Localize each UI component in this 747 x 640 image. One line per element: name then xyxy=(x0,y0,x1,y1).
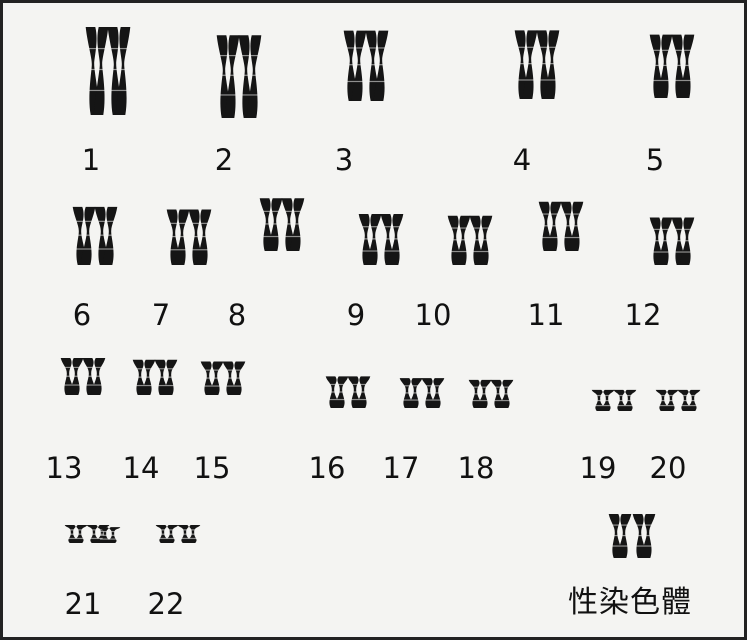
chromosome-8-b xyxy=(282,198,305,251)
chromosome-15-b xyxy=(223,362,246,395)
chromosome-18-a xyxy=(469,380,492,408)
chromosome-7-b xyxy=(189,210,212,265)
chromosome-13-b xyxy=(83,358,106,395)
chromosome-pair-5 xyxy=(650,35,695,98)
chromosome-pair-17 xyxy=(400,378,445,408)
pair-label-5: 5 xyxy=(646,146,664,175)
chromosome-pair-7 xyxy=(167,210,212,265)
chromosome-pair-6 xyxy=(73,207,118,265)
chromosome-pair-16 xyxy=(326,376,371,408)
pair-label-19: 19 xyxy=(580,454,617,483)
chromosome-11-b xyxy=(561,202,584,251)
chromosome-pair-18 xyxy=(469,380,514,408)
chromosome-11-a xyxy=(539,202,562,251)
chromosome-1-a xyxy=(86,27,109,115)
chromosome-pair-1 xyxy=(86,27,131,115)
pair-label-14: 14 xyxy=(123,454,160,483)
chromosome-22-b xyxy=(178,525,201,543)
sex-chromosomes-label: 性染色體 xyxy=(568,588,692,618)
chromosome-13-a xyxy=(61,358,84,395)
pair-label-15: 15 xyxy=(194,454,231,483)
chromosome-5-b xyxy=(672,35,695,98)
chromosome-pair-14 xyxy=(133,360,178,395)
chromosome-pair-19 xyxy=(592,390,637,411)
chromosome-pair-9 xyxy=(359,214,404,265)
chromosome-9-b xyxy=(381,214,404,265)
pair-label-16: 16 xyxy=(309,454,346,483)
chromosome-22-a xyxy=(156,525,179,543)
chromosome-8-a xyxy=(260,198,283,251)
chromosome-7-a xyxy=(167,210,190,265)
chromosome-21-a xyxy=(65,525,88,543)
chromosome-9-a xyxy=(359,214,382,265)
chromosome-6-b xyxy=(95,207,118,265)
chromosome-18-b xyxy=(491,380,514,408)
chromosome-14-b xyxy=(155,360,178,395)
chromosome-pair-4 xyxy=(515,30,560,99)
chromosome-pair-12 xyxy=(650,217,695,265)
chromosome-3-b xyxy=(366,31,389,101)
sex-chromosome-pair xyxy=(609,514,656,558)
chromosome-10-a xyxy=(448,216,471,265)
pair-label-11: 11 xyxy=(528,301,565,330)
pair-label-12: 12 xyxy=(625,301,662,330)
chromosome-5-a xyxy=(650,35,673,98)
chromosome-19-b xyxy=(614,390,637,411)
pair-label-13: 13 xyxy=(46,454,83,483)
chromosome-12-a xyxy=(650,217,673,265)
chromosome-19-a xyxy=(592,390,615,411)
chromosome-pair-2 xyxy=(217,35,262,118)
chromosome-pair-22 xyxy=(156,525,201,543)
chromosome-pair-13 xyxy=(61,358,106,395)
chromosome-14-a xyxy=(133,360,156,395)
chromosome-1-b xyxy=(108,27,131,115)
chromosome-4-a xyxy=(515,30,538,99)
chromosome-pair-11 xyxy=(539,202,584,251)
pair-label-10: 10 xyxy=(415,301,452,330)
chromosome-pair-3 xyxy=(344,31,389,101)
chromosome-4-b xyxy=(537,30,560,99)
chromosome-17-b xyxy=(422,378,445,408)
chromosome-16-a xyxy=(326,376,349,408)
pair-label-17: 17 xyxy=(383,454,420,483)
chromosome-10-b xyxy=(470,216,493,265)
pair-label-22: 22 xyxy=(148,590,185,619)
pair-label-1: 1 xyxy=(82,146,100,175)
pair-label-6: 6 xyxy=(73,301,91,330)
chromosome-2-b xyxy=(239,35,262,118)
chromosome-20-a xyxy=(656,390,679,411)
pair-label-2: 2 xyxy=(215,146,233,175)
chromosome-15-a xyxy=(201,362,224,395)
pair-label-3: 3 xyxy=(335,146,353,175)
chromosome-pair-10 xyxy=(448,216,493,265)
chromosome-6-a xyxy=(73,207,96,265)
chromosome-pair-15 xyxy=(201,362,246,395)
chromosome-pair-20 xyxy=(656,390,701,411)
chromosome-17-a xyxy=(400,378,423,408)
sex-chromosome-x-a xyxy=(609,514,632,558)
chromosome-12-b xyxy=(672,217,695,265)
pair-label-18: 18 xyxy=(458,454,495,483)
chromosome-3-a xyxy=(344,31,367,101)
chromosome-20-b xyxy=(678,390,701,411)
chromosome-2-a xyxy=(217,35,240,118)
pair-label-7: 7 xyxy=(152,301,170,330)
sex-chromosome-x-b xyxy=(633,514,656,558)
pair-label-20: 20 xyxy=(650,454,687,483)
chromosome-16-b xyxy=(348,376,371,408)
pair-label-8: 8 xyxy=(228,301,246,330)
pair-label-21: 21 xyxy=(65,590,102,619)
chromosome-pair-8 xyxy=(260,198,305,251)
pair-label-4: 4 xyxy=(513,146,531,175)
pair-label-9: 9 xyxy=(347,301,365,330)
